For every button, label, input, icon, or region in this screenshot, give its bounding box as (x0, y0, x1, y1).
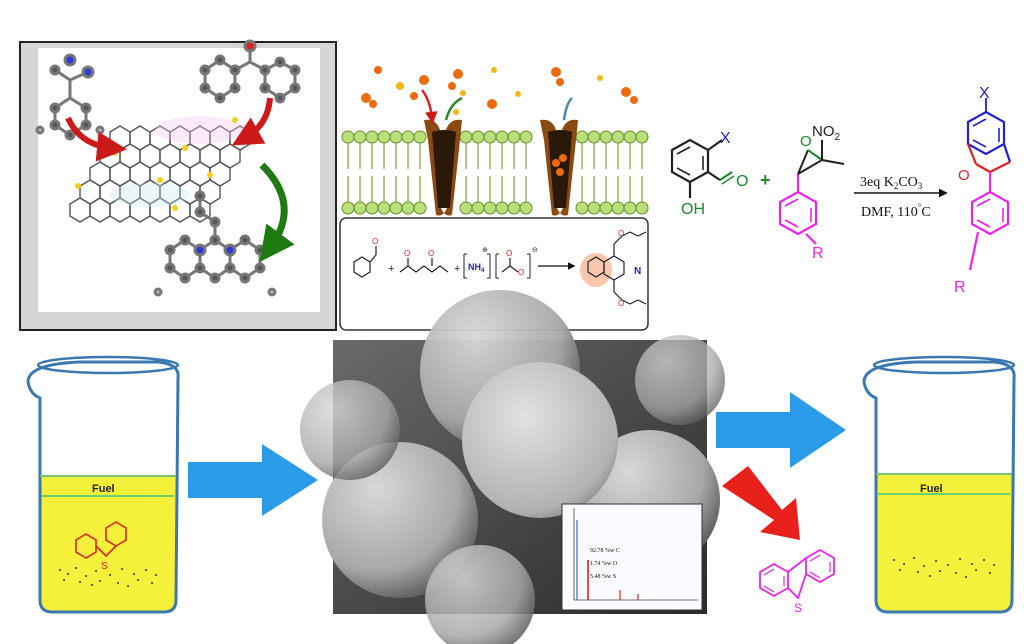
floating-particles (361, 66, 638, 115)
blue-arrow-left (188, 444, 318, 516)
quinoline-product-molecule (153, 190, 277, 297)
hantzsch-n: N (634, 266, 641, 277)
eds-oxygen: 1.74 %w O (590, 561, 618, 567)
r-group-label: R (812, 245, 824, 262)
hantzsch-reaction-box: O + O O + NH4 ⊕ O O ⊖ O O N (339, 217, 649, 331)
substituent-x-label: X (720, 130, 731, 147)
epoxide-o-label: O (800, 133, 812, 150)
hantzsch-plus-2: + (454, 263, 460, 275)
sediment-right (893, 557, 995, 578)
sediment-left (59, 567, 157, 587)
blue-arrow-right (716, 392, 846, 468)
hantzsch-nh4: NH4 (468, 262, 485, 274)
red-curved-arrow-left (65, 116, 127, 162)
svg-text:O: O (618, 229, 624, 238)
eds-sulfur: 5.48 %w S (590, 574, 616, 580)
red-arrow-down (722, 466, 800, 540)
svg-text:O: O (518, 268, 524, 277)
dbt-in-fuel (75, 521, 127, 559)
svg-text:⊕: ⊕ (482, 247, 488, 254)
hydroxyl-label: OH (681, 201, 705, 218)
product-o-label: O (958, 167, 970, 184)
svg-text:O: O (618, 299, 624, 308)
reaction-plus: + (760, 170, 771, 190)
aniline-molecule (35, 53, 105, 141)
dbt-sulfur-label: S (794, 601, 802, 615)
graphene-catalyst-panel (19, 39, 337, 331)
conditions-label: DMF, 110°C (861, 202, 931, 220)
red-curved-arrow-right (231, 97, 273, 146)
beaker-right: Fuel (862, 355, 1016, 614)
benzofuran-reaction: X O OH + O NO2 R 3eq K2CO3 DMF, 110°C (670, 85, 1012, 296)
reagent-label: 3eq K2CO3 (860, 175, 923, 191)
svg-text:O: O (404, 249, 410, 258)
lipid-membrane (341, 66, 649, 216)
svg-text:O: O (506, 249, 512, 258)
left-beaker-fuel-label: Fuel (92, 483, 115, 495)
aldehyde-o-label: O (736, 173, 748, 190)
salicylaldehyde (670, 138, 735, 198)
green-curved-arrow (259, 162, 295, 263)
nitro-group-label: NO2 (812, 123, 841, 143)
eds-spectrum-inset: 92.78 %w C 1.74 %w O 5.48 %w S (561, 503, 703, 611)
chalcone-molecule (199, 39, 301, 104)
product-x-label: X (979, 85, 990, 102)
eds-carbon: 92.78 %w C (590, 548, 620, 554)
svg-text:⊖: ⊖ (532, 247, 538, 254)
hantzsch-aldehyde-o: O (372, 237, 378, 246)
sem-micrograph: 92.78 %w C 1.74 %w O 5.48 %w S (300, 290, 725, 644)
beaker-left: Fuel S (26, 355, 180, 614)
right-beaker-fuel-label: Fuel (920, 483, 943, 495)
hantzsch-plus-1: + (388, 263, 394, 275)
nitroepoxide (778, 174, 818, 245)
graphene-sheet (69, 125, 251, 223)
svg-text:S: S (101, 561, 108, 572)
benzofuran-product (966, 98, 1012, 271)
dibenzothiophene-extracted (759, 548, 835, 600)
product-r-label: R (954, 279, 966, 296)
svg-text:O: O (428, 249, 434, 258)
